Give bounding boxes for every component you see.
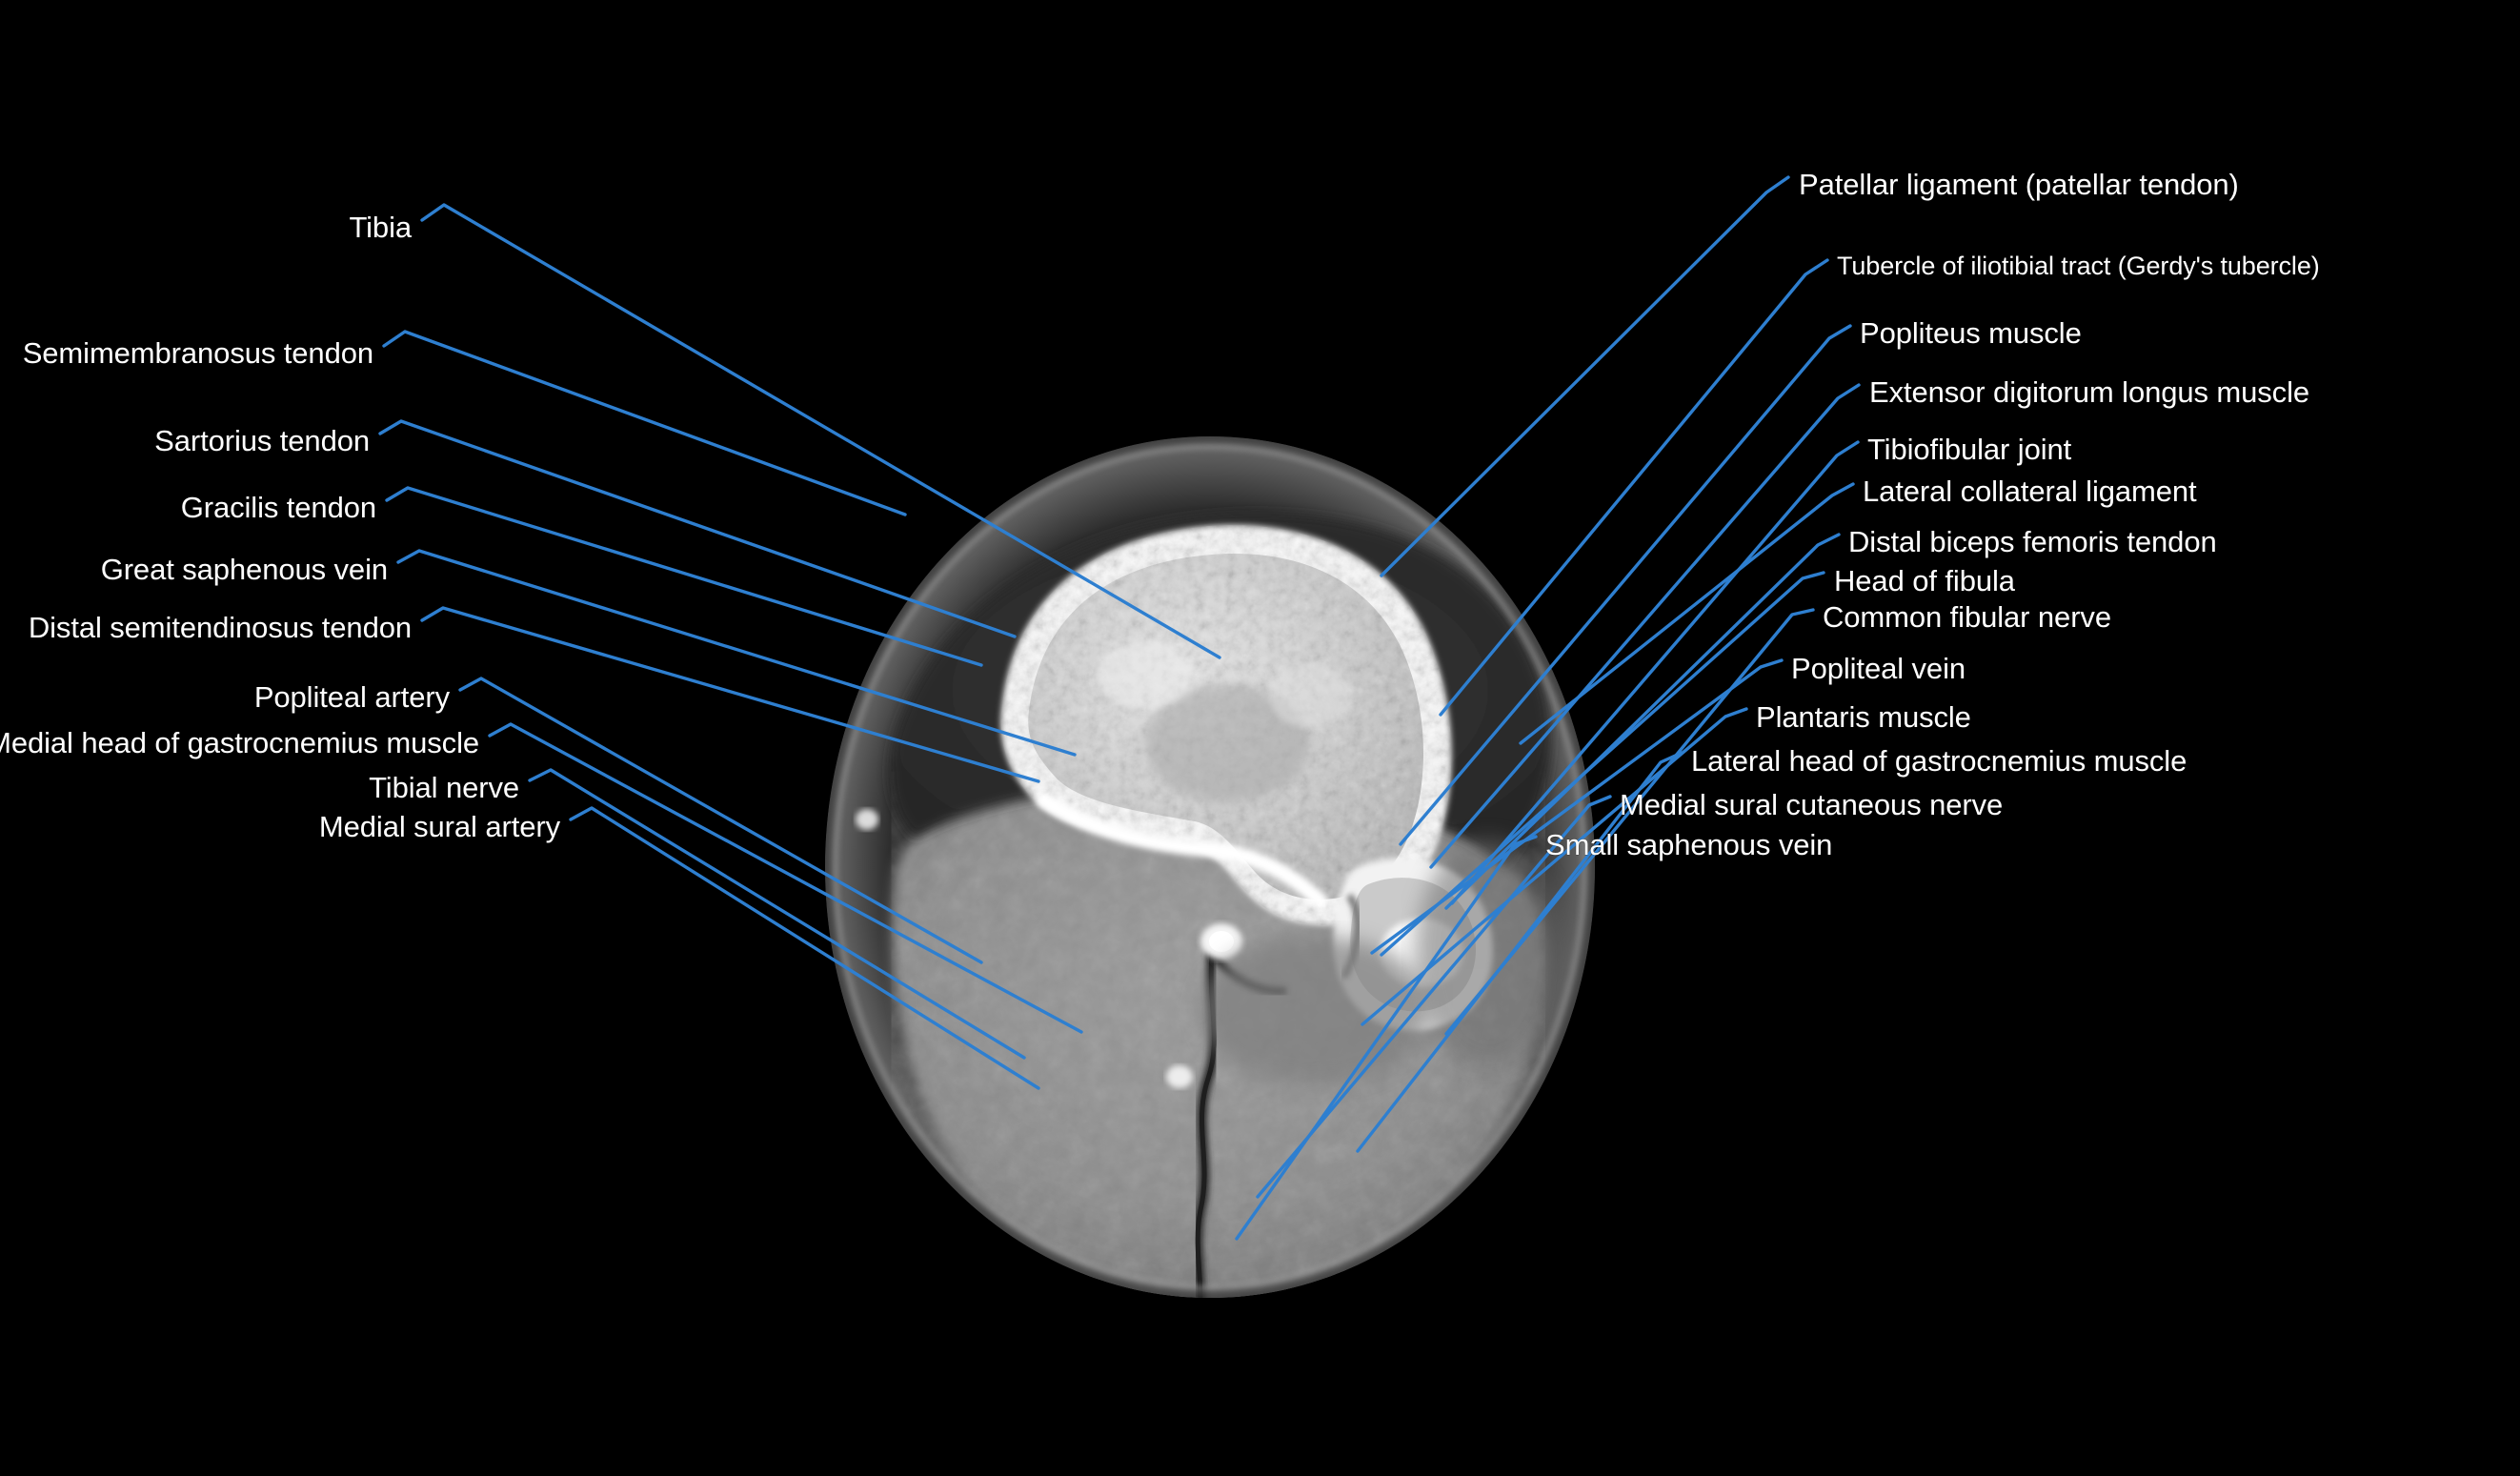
label-popliteus-muscle: Popliteus muscle [1860, 316, 2082, 350]
label-small-saphenous-vein: Small saphenous vein [1545, 828, 1833, 861]
label-tibial-nerve: Tibial nerve [369, 771, 519, 804]
label-distal-biceps-femoris-tendon: Distal biceps femoris tendon [1848, 525, 2217, 558]
label-semimembranosus-tendon: Semimembranosus tendon [22, 336, 373, 370]
label-tibia: Tibia [349, 211, 412, 244]
label-gracilis-tendon: Gracilis tendon [180, 491, 376, 524]
label-gerdys-tubercle: Tubercle of iliotibial tract (Gerdy's tu… [1837, 252, 2320, 280]
label-common-fibular-nerve: Common fibular nerve [1823, 600, 2111, 634]
ct-scan-graphic [825, 436, 1595, 1298]
label-lateral-collateral-ligament: Lateral collateral ligament [1863, 475, 2197, 508]
label-distal-semitendinosus-tendon: Distal semitendinosus tendon [28, 611, 412, 644]
label-medial-sural-artery: Medial sural artery [318, 810, 560, 843]
label-great-saphenous-vein: Great saphenous vein [100, 553, 388, 586]
label-popliteal-vein: Popliteal vein [1791, 652, 1966, 685]
label-sartorius-tendon: Sartorius tendon [154, 424, 370, 457]
label-patellar-ligament: Patellar ligament (patellar tendon) [1799, 168, 2239, 201]
label-tibiofibular-joint: Tibiofibular joint [1867, 433, 2072, 466]
label-medial-head-gastrocnemius: Medial head of gastrocnemius muscle [0, 726, 479, 759]
ct-cross-section-image [781, 419, 1639, 1324]
label-popliteal-artery: Popliteal artery [253, 680, 450, 714]
label-head-of-fibula: Head of fibula [1834, 564, 2015, 597]
label-plantaris-muscle: Plantaris muscle [1756, 700, 1971, 734]
label-medial-sural-cutaneous-nerve: Medial sural cutaneous nerve [1620, 788, 2004, 821]
label-extensor-digitorum-longus: Extensor digitorum longus muscle [1869, 375, 2310, 409]
label-lateral-head-gastrocnemius: Lateral head of gastrocnemius muscle [1691, 744, 2187, 778]
